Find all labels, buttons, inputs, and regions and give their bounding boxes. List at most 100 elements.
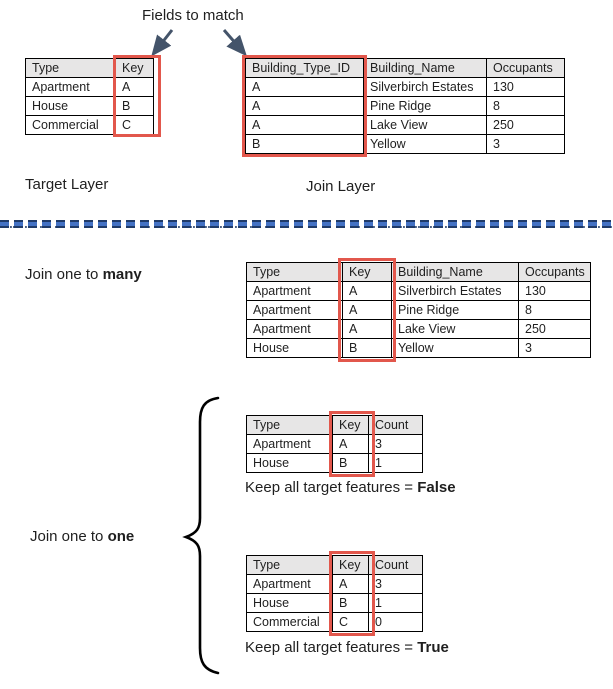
table-row: Apartment A xyxy=(25,77,154,97)
table-cell: Silverbirch Estates xyxy=(363,77,487,97)
table-row: House B 1 xyxy=(246,593,423,613)
join-one-to-many-label: Join one to many xyxy=(25,266,142,283)
header-cell: Building_Type_ID xyxy=(245,58,364,78)
table-cell: House xyxy=(25,96,116,116)
table-cell: Apartment xyxy=(246,319,343,339)
table-header-row: Type Key xyxy=(25,58,154,78)
table-cell: Apartment xyxy=(246,300,343,320)
table-cell: B xyxy=(332,453,369,473)
header-cell: Type xyxy=(246,415,333,435)
table-cell: A xyxy=(342,300,392,320)
table-cell: 3 xyxy=(368,434,423,454)
table-cell: Pine Ridge xyxy=(391,300,519,320)
table-cell: House xyxy=(246,593,333,613)
join-one-to-many-prefix: Join one to xyxy=(25,266,103,283)
join-layer-table: Building_Type_ID Building_Name Occupants… xyxy=(245,58,565,154)
table-cell: Apartment xyxy=(246,434,333,454)
keep-false-caption: Keep all target features = False xyxy=(245,479,456,496)
table-cell: C xyxy=(332,612,369,632)
one-to-one-true-table: Type Key Count Apartment A 3 House B 1 C… xyxy=(246,555,423,632)
table-cell: A xyxy=(342,281,392,301)
header-cell: Key xyxy=(332,555,369,575)
table-row: Commercial C 0 xyxy=(246,612,423,632)
header-cell: Building_Name xyxy=(363,58,487,78)
table-cell: 130 xyxy=(518,281,591,301)
table-cell: Commercial xyxy=(246,612,333,632)
table-cell: 8 xyxy=(486,96,565,116)
arrow-to-join-key-icon xyxy=(222,29,247,57)
join-one-to-one-prefix: Join one to xyxy=(30,528,108,545)
table-cell: Silverbirch Estates xyxy=(391,281,519,301)
one-to-many-result-table: Type Key Building_Name Occupants Apartme… xyxy=(246,262,591,358)
table-header-row: Type Key Count xyxy=(246,555,423,575)
arrow-to-target-key-icon xyxy=(151,29,174,57)
join-one-to-one-label: Join one to one xyxy=(30,528,134,545)
table-cell: Lake View xyxy=(391,319,519,339)
table-cell: Apartment xyxy=(246,281,343,301)
table-cell: House xyxy=(246,338,343,358)
header-cell: Occupants xyxy=(486,58,565,78)
table-row: House B Yellow 3 xyxy=(246,338,591,358)
table-cell: 3 xyxy=(486,134,565,154)
table-cell: 130 xyxy=(486,77,565,97)
keep-false-bold: False xyxy=(417,479,456,496)
table-cell: 0 xyxy=(368,612,423,632)
table-row: Commercial C xyxy=(25,115,154,135)
table-cell: Yellow xyxy=(391,338,519,358)
fields-to-match-arrows xyxy=(151,29,247,57)
header-cell: Type xyxy=(246,262,343,282)
table-cell: B xyxy=(332,593,369,613)
join-layer-label: Join Layer xyxy=(306,178,376,195)
table-cell: A xyxy=(245,77,364,97)
table-cell: A xyxy=(245,96,364,116)
header-cell: Building_Name xyxy=(391,262,519,282)
table-cell: 8 xyxy=(518,300,591,320)
fields-to-match-title: Fields to match xyxy=(142,7,244,24)
header-cell: Occupants xyxy=(518,262,591,282)
table-cell: 3 xyxy=(368,574,423,594)
target-layer-label: Target Layer xyxy=(25,176,109,193)
table-row: Apartment A Silverbirch Estates 130 xyxy=(246,281,591,301)
table-header-row: Type Key Count xyxy=(246,415,423,435)
target-layer-table: Type Key Apartment A House B Commercial … xyxy=(25,58,154,135)
header-cell: Type xyxy=(25,58,116,78)
table-cell: A xyxy=(332,434,369,454)
table-cell: B xyxy=(245,134,364,154)
table-cell: 1 xyxy=(368,593,423,613)
table-row: A Pine Ridge 8 xyxy=(245,96,565,116)
table-cell: 250 xyxy=(518,319,591,339)
table-row: Apartment A 3 xyxy=(246,434,423,454)
table-cell: B xyxy=(115,96,154,116)
table-cell: 3 xyxy=(518,338,591,358)
join-one-to-one-bold: one xyxy=(107,528,135,545)
table-row: A Silverbirch Estates 130 xyxy=(245,77,565,97)
table-cell: Commercial xyxy=(25,115,116,135)
table-header-row: Building_Type_ID Building_Name Occupants xyxy=(245,58,565,78)
table-cell: Apartment xyxy=(25,77,116,97)
table-row: House B xyxy=(25,96,154,116)
table-row: House B 1 xyxy=(246,453,423,473)
table-row: Apartment A Lake View 250 xyxy=(246,319,591,339)
table-cell: A xyxy=(342,319,392,339)
table-row: A Lake View 250 xyxy=(245,115,565,135)
keep-true-bold: True xyxy=(417,639,449,656)
table-cell: A xyxy=(332,574,369,594)
table-cell: 1 xyxy=(368,453,423,473)
header-cell: Count xyxy=(368,415,423,435)
table-cell: Yellow xyxy=(363,134,487,154)
table-cell: Apartment xyxy=(246,574,333,594)
join-one-to-many-bold: many xyxy=(102,266,142,283)
keep-true-caption: Keep all target features = True xyxy=(245,639,449,656)
header-cell: Type xyxy=(246,555,333,575)
table-row: Apartment A Pine Ridge 8 xyxy=(246,300,591,320)
table-cell: 250 xyxy=(486,115,565,135)
header-cell: Count xyxy=(368,555,423,575)
table-cell: C xyxy=(115,115,154,135)
one-to-one-false-table: Type Key Count Apartment A 3 House B 1 xyxy=(246,415,423,473)
table-cell: Pine Ridge xyxy=(363,96,487,116)
table-cell: Lake View xyxy=(363,115,487,135)
table-row: Apartment A 3 xyxy=(246,574,423,594)
header-cell: Key xyxy=(332,415,369,435)
table-cell: A xyxy=(115,77,154,97)
